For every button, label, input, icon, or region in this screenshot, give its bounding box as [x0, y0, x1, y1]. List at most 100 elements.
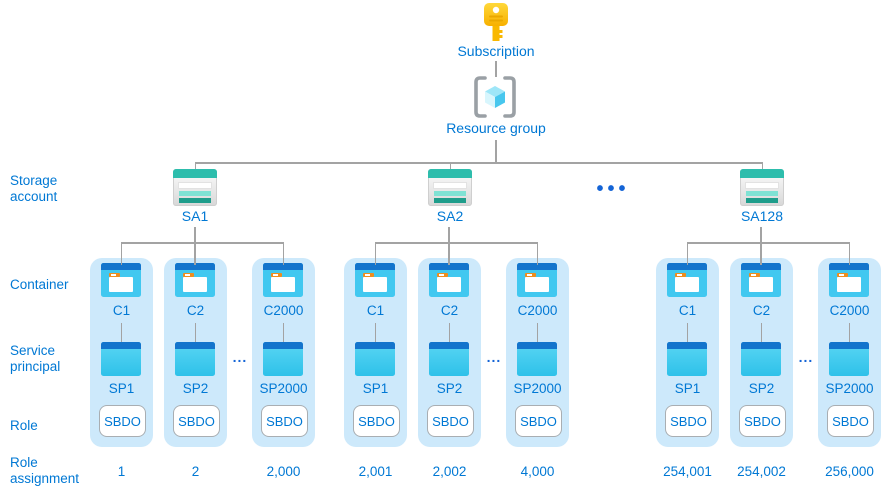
row-label-service-principal: Service principal: [10, 343, 61, 375]
connector-line: [448, 242, 450, 265]
service-principal-icon: [517, 342, 557, 376]
service-principal-label: SP2: [436, 381, 463, 396]
role-label: SBDO: [358, 413, 395, 429]
blob-container-icon: [175, 263, 215, 297]
role-assignment-count: 254,001: [663, 464, 712, 479]
connector-line: [448, 227, 450, 242]
role-badge: SBDO: [99, 405, 146, 437]
row-label-role-assignment: Role assignment: [10, 455, 80, 487]
connector-line: [848, 323, 850, 344]
connector-line: [282, 242, 284, 265]
role-badge: SBDO: [261, 405, 308, 437]
connector-line: [374, 323, 376, 344]
role-assignment-count: 256,000: [825, 464, 874, 479]
connector-line: [375, 242, 538, 244]
row-label-container: Container: [10, 277, 69, 292]
service-principal-label: SP2000: [825, 381, 874, 396]
container-column-panel: C1 SP1 SBDO: [90, 258, 153, 447]
role-badge: SBDO: [427, 405, 474, 437]
storage-account-group: C1 SP1 SBDO C2 SP2 SBDO C2000 SP2000 SBD…: [344, 227, 569, 485]
service-principal-label: SP1: [674, 381, 701, 396]
blob-container-icon: [429, 263, 469, 297]
connector-line: [760, 242, 762, 265]
connector-line: [374, 242, 376, 265]
blob-container-icon: [517, 263, 557, 297]
connector-line: [495, 140, 497, 162]
storage-account-icon: [173, 169, 217, 206]
role-assignment-count: 2: [191, 464, 200, 479]
connector-line: [536, 242, 538, 265]
row-label-role: Role: [10, 418, 38, 433]
storage-account-icon: [428, 169, 472, 206]
connector-line: [121, 242, 284, 244]
role-label: SBDO: [520, 413, 557, 429]
connector-line: [848, 242, 850, 265]
service-principal-icon: [667, 342, 707, 376]
role-badge: SBDO: [739, 405, 786, 437]
container-label: C1: [366, 303, 385, 318]
connector-line: [687, 242, 850, 244]
container-label: C2000: [829, 303, 870, 318]
connector-line: [448, 323, 450, 344]
storage-accounts-ellipsis: •••: [596, 178, 630, 200]
blob-container-icon: [263, 263, 303, 297]
service-principal-icon: [263, 342, 303, 376]
role-label: SBDO: [266, 413, 303, 429]
service-principal-icon: [101, 342, 141, 376]
container-column-panel: C2000 SP2000 SBDO: [506, 258, 569, 447]
role-badge: SBDO: [515, 405, 562, 437]
connector-line: [536, 323, 538, 344]
columns-ellipsis: ...: [486, 349, 502, 365]
role-badge: SBDO: [173, 405, 220, 437]
service-principal-label: SP1: [362, 381, 389, 396]
role-badge: SBDO: [353, 405, 400, 437]
container-label: C2: [440, 303, 459, 318]
connector-line: [760, 323, 762, 344]
container-label: C2000: [263, 303, 304, 318]
row-label-storage-account: Storage account: [10, 173, 58, 205]
storage-account-group: C1 SP1 SBDO C2 SP2 SBDO C2000 SP2000 SBD…: [90, 227, 315, 485]
resource-group-cube-icon: [474, 76, 516, 118]
role-label: SBDO: [432, 413, 469, 429]
container-label: C1: [112, 303, 131, 318]
container-column-panel: C1 SP1 SBDO: [344, 258, 407, 447]
connector-line: [686, 323, 688, 344]
connector-line: [495, 61, 497, 77]
role-assignment-count: 2,000: [266, 464, 301, 479]
connector-line: [120, 242, 122, 265]
connector-line: [761, 162, 763, 170]
service-principal-label: SP2: [182, 381, 209, 396]
storage-account-label: SA2: [436, 208, 464, 224]
role-badge: SBDO: [827, 405, 874, 437]
connector-line: [449, 162, 451, 170]
service-principal-label: SP2: [748, 381, 775, 396]
role-assignment-count: 2,001: [358, 464, 393, 479]
service-principal-icon: [355, 342, 395, 376]
container-column-panel: C2 SP2 SBDO: [164, 258, 227, 447]
role-label: SBDO: [832, 413, 869, 429]
blob-container-icon: [667, 263, 707, 297]
container-label: C1: [678, 303, 697, 318]
container-column-panel: C2 SP2 SBDO: [730, 258, 793, 447]
role-badge: SBDO: [665, 405, 712, 437]
blob-container-icon: [355, 263, 395, 297]
container-column-panel: C2000 SP2000 SBDO: [818, 258, 881, 447]
storage-account-icon: [740, 169, 784, 206]
container-column-panel: C2000 SP2000 SBDO: [252, 258, 315, 447]
service-principal-label: SP2000: [513, 381, 562, 396]
connector-line: [760, 227, 762, 242]
service-principal-label: SP1: [108, 381, 135, 396]
connector-line: [194, 162, 196, 170]
container-column-panel: C2 SP2 SBDO: [418, 258, 481, 447]
connector-line: [120, 323, 122, 344]
service-principal-icon: [429, 342, 469, 376]
role-label: SBDO: [670, 413, 707, 429]
container-label: C2: [186, 303, 205, 318]
service-principal-icon: [829, 342, 869, 376]
blob-container-icon: [829, 263, 869, 297]
service-principal-icon: [175, 342, 215, 376]
resource-group-label: Resource group: [446, 120, 546, 136]
role-assignment-count: 4,000: [520, 464, 555, 479]
role-assignment-count: 2,002: [432, 464, 467, 479]
container-column-panel: C1 SP1 SBDO: [656, 258, 719, 447]
